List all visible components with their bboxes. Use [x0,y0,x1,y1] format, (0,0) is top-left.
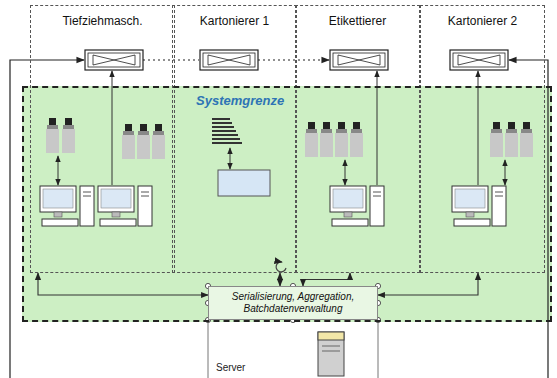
link-line [345,160,346,185]
print-heads [305,122,363,157]
link-line [478,71,479,185]
computer [40,186,94,226]
frame-line [378,322,379,378]
machine-area: Kartonierer 2 [420,5,545,273]
machine-area: Tiefziehmasch. [30,5,175,273]
link-line [58,156,59,185]
computer [452,186,506,226]
data-connector [378,273,478,295]
data-connector [303,273,350,286]
link-line [230,148,231,169]
flow-line [143,59,199,60]
controller-box [218,170,270,196]
flow-line [258,59,329,60]
label-stack [212,118,242,144]
system-boundary: SystemgrenzeSerialisierung, Aggregation,… [22,86,552,322]
machine-title: Kartonierer 1 [173,6,296,28]
machine-symbol [330,50,388,70]
computer [98,186,152,226]
flow-line [509,60,548,378]
data-connector [279,273,280,286]
server-label: Server [214,362,247,373]
computer [330,186,384,226]
server-icon [318,332,344,376]
data-connector [38,273,208,295]
link-line [112,71,113,185]
machine-title: Kartonierer 2 [421,6,544,28]
process-label: Serialisierung, Aggregation, Batchdatenv… [215,291,371,315]
print-heads [46,118,75,153]
print-heads [122,124,165,159]
machine-title: Tiefziehmasch. [31,6,174,28]
process-box: Serialisierung, Aggregation, Batchdatenv… [208,286,378,320]
machine-symbol [200,50,258,70]
frame-line [208,322,209,378]
machine-title: Etikettierer [296,6,419,28]
machine-symbol [450,50,508,70]
machine-symbol [85,50,143,70]
machine-area: Etikettierer [295,5,420,273]
machine-area: Kartonierer 1 [172,5,297,273]
refresh-symbol [276,262,286,272]
boundary-title: Systemgrenze [194,93,286,108]
link-line [377,71,378,185]
link-line [505,160,506,185]
print-heads [490,122,533,157]
system-ground [22,86,552,322]
